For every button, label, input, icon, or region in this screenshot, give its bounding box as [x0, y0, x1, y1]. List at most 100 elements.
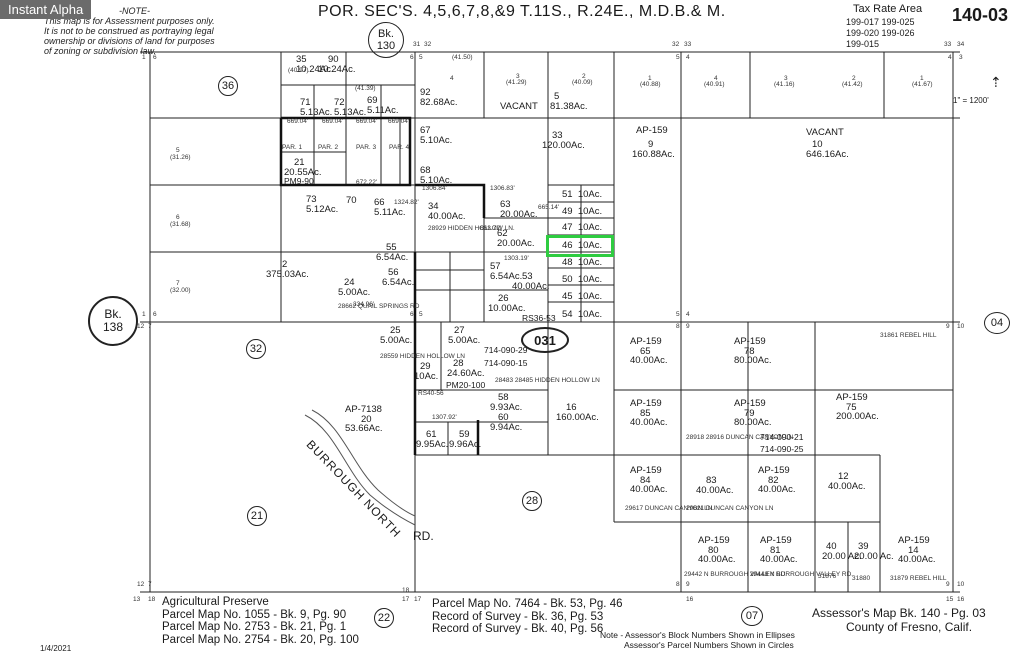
lot-acreage-small-1: (40.97): [288, 67, 309, 74]
section-mark-32: 32: [424, 41, 432, 48]
section-mark-17b: 17: [414, 596, 422, 603]
legend-left: Agricultural Preserve Parcel Map No. 105…: [162, 596, 359, 646]
section-mark-7: 7: [148, 323, 152, 330]
address-duncan-canyon-2: 29621 DUNCAN CANYON LN: [686, 505, 774, 512]
section-mark-8: 8: [676, 323, 680, 330]
section-mark-33b: 33: [944, 41, 952, 48]
lot-num-1: 1: [648, 75, 652, 82]
code-714-090-29: 714-090-29: [484, 345, 528, 355]
address-duncan-canyon-3: 28918 28916 DUNCAN CANYON LN: [686, 434, 794, 441]
north-arrow-icon: ⇡: [990, 74, 1002, 90]
block-32-circle: 32: [246, 339, 266, 359]
lot-num-7: 7: [176, 280, 180, 287]
parcel-par-3: PAR. 3: [356, 144, 377, 151]
lot-num-1b: 1: [920, 75, 924, 82]
parcel-par-1: PAR. 1: [282, 144, 303, 151]
section-mark-4: 4: [686, 54, 690, 61]
lot-acreage-3b: (41.16): [774, 81, 795, 88]
section-mark-16: 16: [686, 596, 694, 603]
section-mark-18: 18: [148, 596, 156, 603]
assessor-label: Assessor's Map Bk. 140 - Pg. 03 County o…: [812, 606, 986, 634]
address-duncan-canyon-1: 29617 DUNCAN CANYON LN: [625, 505, 713, 512]
section-mark-6d: 6: [410, 311, 414, 318]
section-mark-4c: 4: [686, 311, 690, 318]
measure-4: 669.04': [287, 118, 309, 125]
parcel-50: 50 10Ac.: [562, 274, 603, 285]
measure-9: 334.96': [353, 301, 375, 308]
parcel-51: 51 10Ac.: [562, 189, 603, 200]
parcel-48: 48 10Ac.: [562, 257, 603, 268]
section-mark-12b: 12: [137, 581, 145, 588]
instant-alpha-badge: Instant Alpha: [0, 0, 92, 19]
address-31880: 31880: [852, 575, 871, 582]
parcel-49: 49 10Ac.: [562, 206, 603, 217]
measure-13: 665.14': [538, 204, 560, 211]
section-mark-6: 6: [153, 54, 157, 61]
lot-acreage-small-2: (41.39): [355, 85, 376, 92]
footnotes: Note - Assessor's Block Numbers Shown in…: [600, 630, 795, 650]
map-date: 1/4/2021: [40, 644, 72, 653]
section-mark-12: 12: [137, 323, 145, 330]
section-mark-31: 31: [413, 41, 421, 48]
lot-num-3: 3: [516, 73, 520, 80]
lot-acreage-4b: (40.91): [704, 81, 725, 88]
address-burrough-valley-2: 29448 N BURROUGH VALLEY RD.: [750, 571, 854, 578]
ap-label-9: AP-159: [636, 125, 668, 136]
lot-num-3b: 3: [784, 75, 788, 82]
section-mark-7b: 7: [148, 581, 152, 588]
section-mark-1: 1: [142, 54, 146, 61]
book-130-ellipse: Bk.130: [368, 22, 404, 58]
address-31876: 31876: [818, 573, 837, 580]
section-mark-6c: 6: [153, 311, 157, 318]
book-page-number: 140-03: [952, 5, 1009, 25]
map-title: POR. SEC'S. 4,5,6,7,8,&9 T.11S., R.24E.,…: [318, 3, 726, 20]
section-mark-10b: 10: [957, 581, 965, 588]
lot-acreage-7: (32.00): [170, 287, 191, 294]
section-mark-18b: 18: [402, 587, 410, 594]
section-mark-9: 9: [686, 323, 690, 330]
section-mark-9b: 9: [946, 323, 950, 330]
lot-num-5: 5: [176, 147, 180, 154]
lot-acreage-1: (40.88): [640, 81, 661, 88]
section-mark-5b: 5: [676, 54, 680, 61]
section-mark-8b: 8: [676, 581, 680, 588]
block-36-circle: 36: [218, 76, 238, 96]
section-mark-16b: 16: [957, 596, 965, 603]
lot-acreage-4: (41.50): [452, 54, 473, 61]
measure-7: 669.04': [388, 118, 410, 125]
section-mark-9d: 9: [946, 581, 950, 588]
block-07-circle: 07: [741, 606, 763, 626]
measure-8: 672.22': [356, 179, 378, 186]
address-quail-springs: 28662 QUAIL SPRINGS RD: [338, 303, 420, 310]
address-rebel-hill-1: 31861 REBEL HILL: [880, 332, 937, 339]
block-21-circle: 21: [247, 506, 267, 526]
